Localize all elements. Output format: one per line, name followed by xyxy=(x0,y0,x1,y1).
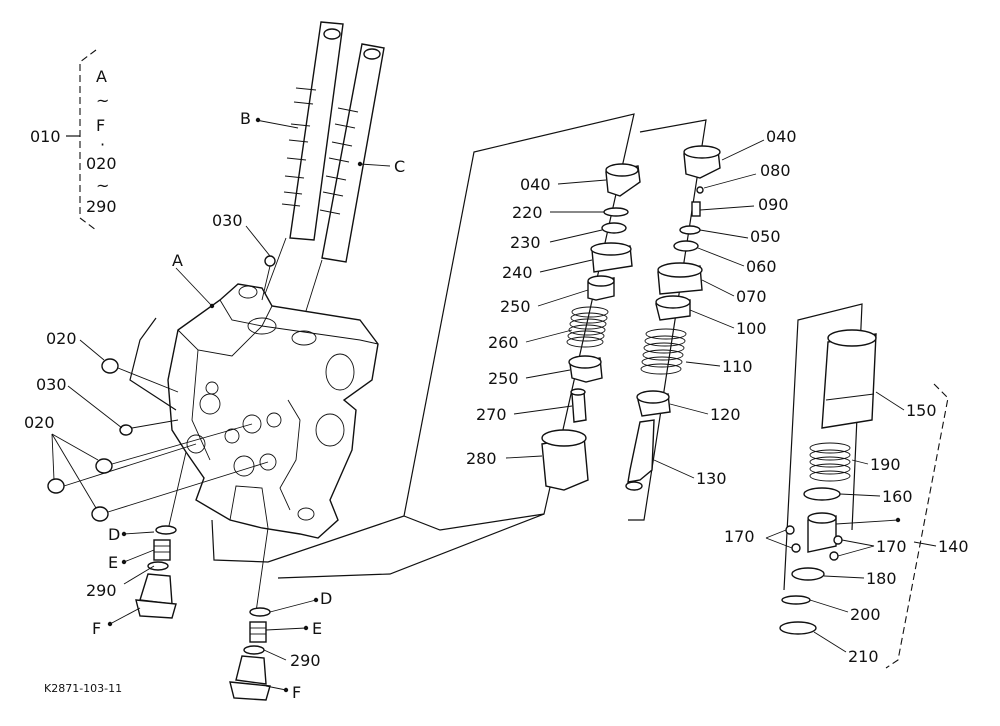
group-range-3: · xyxy=(100,135,105,154)
label-140: 140 xyxy=(938,537,969,556)
label-080: 080 xyxy=(760,161,791,180)
group-ref-label: 010 xyxy=(30,127,61,146)
label-240: 240 xyxy=(502,263,533,282)
group-range-0: A xyxy=(96,67,107,86)
label-200: 200 xyxy=(850,605,881,624)
label-040-mid: 040 xyxy=(520,175,551,194)
label-270: 270 xyxy=(476,405,507,424)
label-250-lower: 250 xyxy=(488,369,519,388)
label-020-lower: 020 xyxy=(24,413,55,432)
label-030-left: 030 xyxy=(36,375,67,394)
label-260: 260 xyxy=(488,333,519,352)
label-A: A xyxy=(172,251,183,270)
label-B: B xyxy=(240,109,251,128)
label-160: 160 xyxy=(882,487,913,506)
lower-relief-right xyxy=(229,527,271,701)
label-C: C xyxy=(394,157,405,176)
plug-030-top xyxy=(264,255,276,267)
label-020-top: 020 xyxy=(46,329,77,348)
label-D-right: D xyxy=(320,589,332,608)
label-220: 220 xyxy=(512,203,543,222)
label-040-right: 040 xyxy=(766,127,797,146)
label-170-left: 170 xyxy=(724,527,755,546)
label-180: 180 xyxy=(866,569,897,588)
group-bracket-010: 010 A ~ F · 020 ~ 290 xyxy=(30,49,117,231)
spool-c xyxy=(319,43,385,263)
label-150: 150 xyxy=(906,401,937,420)
label-D-left: D xyxy=(108,525,120,544)
lower-relief-left xyxy=(135,451,187,619)
group-range-4: 020 xyxy=(86,154,117,173)
label-050: 050 xyxy=(750,227,781,246)
label-100: 100 xyxy=(736,319,767,338)
plug-020-lower-2 xyxy=(47,478,65,494)
spool-b xyxy=(281,21,344,241)
label-F-right: F xyxy=(292,683,301,702)
group-range-1: ~ xyxy=(96,91,109,110)
part-labels: A B C 030 020 030 020 D E 290 F D E 290 … xyxy=(24,109,969,702)
label-060: 060 xyxy=(746,257,777,276)
label-E-right: E xyxy=(312,619,322,638)
assembly-140 xyxy=(779,329,877,635)
label-070: 070 xyxy=(736,287,767,306)
spring-190 xyxy=(809,442,851,482)
stack-middle xyxy=(541,163,641,491)
valve-body-a xyxy=(167,283,379,539)
label-250-upper: 250 xyxy=(500,297,531,316)
label-290-right: 290 xyxy=(290,651,321,670)
plug-030-left xyxy=(119,424,133,436)
group-range-6: 290 xyxy=(86,197,117,216)
label-120: 120 xyxy=(710,405,741,424)
plug-020-lower-1 xyxy=(95,458,113,474)
group-range-5: ~ xyxy=(96,176,109,195)
label-030-top: 030 xyxy=(212,211,243,230)
label-190: 190 xyxy=(870,455,901,474)
label-E-left: E xyxy=(108,553,118,572)
label-210: 210 xyxy=(848,647,879,666)
label-090: 090 xyxy=(758,195,789,214)
label-280: 280 xyxy=(466,449,497,468)
spring-260 xyxy=(566,306,609,348)
drawing-number: K2871-103-11 xyxy=(44,682,122,695)
label-130: 130 xyxy=(696,469,727,488)
label-F-left: F xyxy=(92,619,101,638)
stack-right xyxy=(625,145,721,491)
group-range-2: F xyxy=(96,116,105,135)
spring-110 xyxy=(640,328,687,375)
plug-020-top xyxy=(101,358,119,374)
label-110: 110 xyxy=(722,357,753,376)
label-290-left: 290 xyxy=(86,581,117,600)
plug-020-lower-3 xyxy=(91,506,109,522)
leaders xyxy=(51,117,937,693)
label-170-right: 170 xyxy=(876,537,907,556)
label-230: 230 xyxy=(510,233,541,252)
